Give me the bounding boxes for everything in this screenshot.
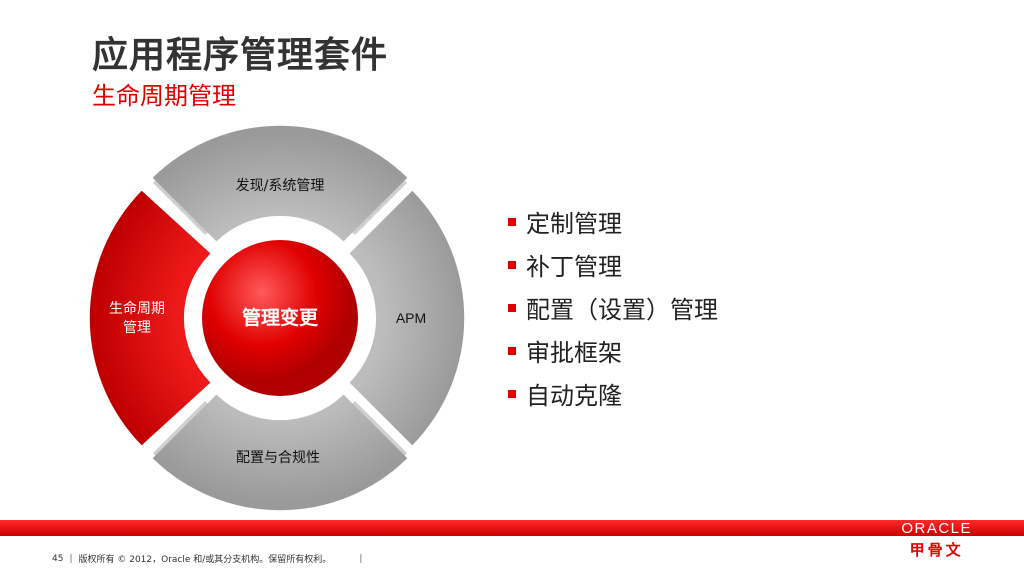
footer-red-bar (0, 520, 1024, 536)
bullet-square-icon (508, 346, 516, 355)
oracle-logo: ORACLE 甲骨文 (901, 518, 972, 560)
segment-label-right: APM (396, 310, 426, 326)
footer-divider-end: | (359, 553, 363, 564)
center-label: 管理变更 (242, 306, 319, 329)
segment-discovery[interactable] (152, 125, 408, 242)
page-title: 应用程序管理套件 (92, 35, 389, 76)
list-item: 自动克隆 (508, 372, 718, 415)
list-item: 审批框架 (508, 329, 718, 372)
feature-list: 定制管理 补丁管理 配置（设置）管理 审批框架 自动克隆 (508, 200, 718, 415)
page-subtitle: 生命周期管理 (92, 82, 236, 110)
segment-label-left-line2: 管理 (123, 320, 151, 336)
segment-label-top: 发现/系统管理 (236, 178, 325, 194)
list-item: 定制管理 (508, 200, 718, 243)
segment-apm[interactable] (349, 190, 465, 446)
oracle-chinese-text: 甲骨文 (909, 541, 964, 559)
bullet-square-icon (508, 389, 516, 398)
slide-footer: 45 | 版权所有 © 2012，Oracle 和/或其分支机构。保留所有权利。… (52, 552, 363, 566)
segment-lifecycle[interactable] (89, 190, 211, 446)
oracle-brand-text: ORACLE (901, 520, 972, 537)
footer-divider: | (69, 553, 73, 564)
segment-label-bottom: 配置与合规性 (236, 450, 320, 466)
bullet-square-icon (508, 260, 516, 269)
page-number: 45 (52, 553, 64, 564)
copyright-text: 版权所有 © 2012，Oracle 和/或其分支机构。保留所有权利。 (78, 555, 332, 565)
list-item: 配置（设置）管理 (508, 286, 718, 329)
list-item: 补丁管理 (508, 243, 718, 286)
bullet-square-icon (508, 217, 516, 226)
center-disc[interactable] (202, 240, 358, 396)
segment-compliance[interactable] (152, 394, 408, 511)
segment-label-left-line1: 生命周期 (109, 300, 165, 317)
bullet-square-icon (508, 303, 516, 312)
